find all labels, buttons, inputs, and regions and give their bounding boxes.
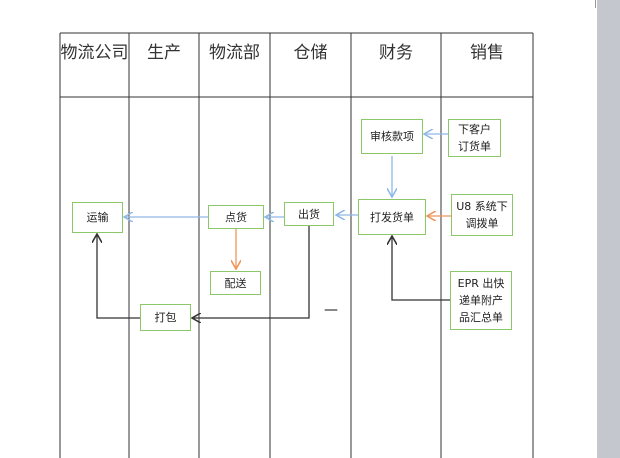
box-transport[interactable]: 运输 — [72, 202, 123, 233]
box-audit[interactable]: 审核款项 — [361, 119, 423, 154]
lane-header-logistics-company: 物流公司 — [60, 34, 129, 97]
lane-header-production: 生产 — [129, 34, 199, 97]
box-u8-transfer[interactable]: U8 系统下调拨单 — [451, 194, 513, 236]
arrow-pack-to-transport — [97, 234, 140, 318]
box-deliver[interactable]: 配送 — [210, 271, 261, 295]
lane-header-sales: 销售 — [441, 34, 533, 97]
stray-dash: — — [324, 302, 338, 318]
box-pack[interactable]: 打包 — [140, 304, 191, 331]
lane-header-warehouse: 仓储 — [270, 34, 351, 97]
box-ship[interactable]: 出货 — [284, 202, 334, 226]
lane-header-logistics-dept: 物流部 — [199, 34, 270, 97]
lane-header-finance: 财务 — [351, 34, 441, 97]
box-epr-summary[interactable]: EPR 出快递单附产品汇总单 — [450, 271, 512, 330]
box-count[interactable]: 点货 — [208, 205, 264, 229]
box-customer-order[interactable]: 下客户订货单 — [448, 119, 501, 157]
box-invoice[interactable]: 打发货单 — [358, 199, 426, 235]
